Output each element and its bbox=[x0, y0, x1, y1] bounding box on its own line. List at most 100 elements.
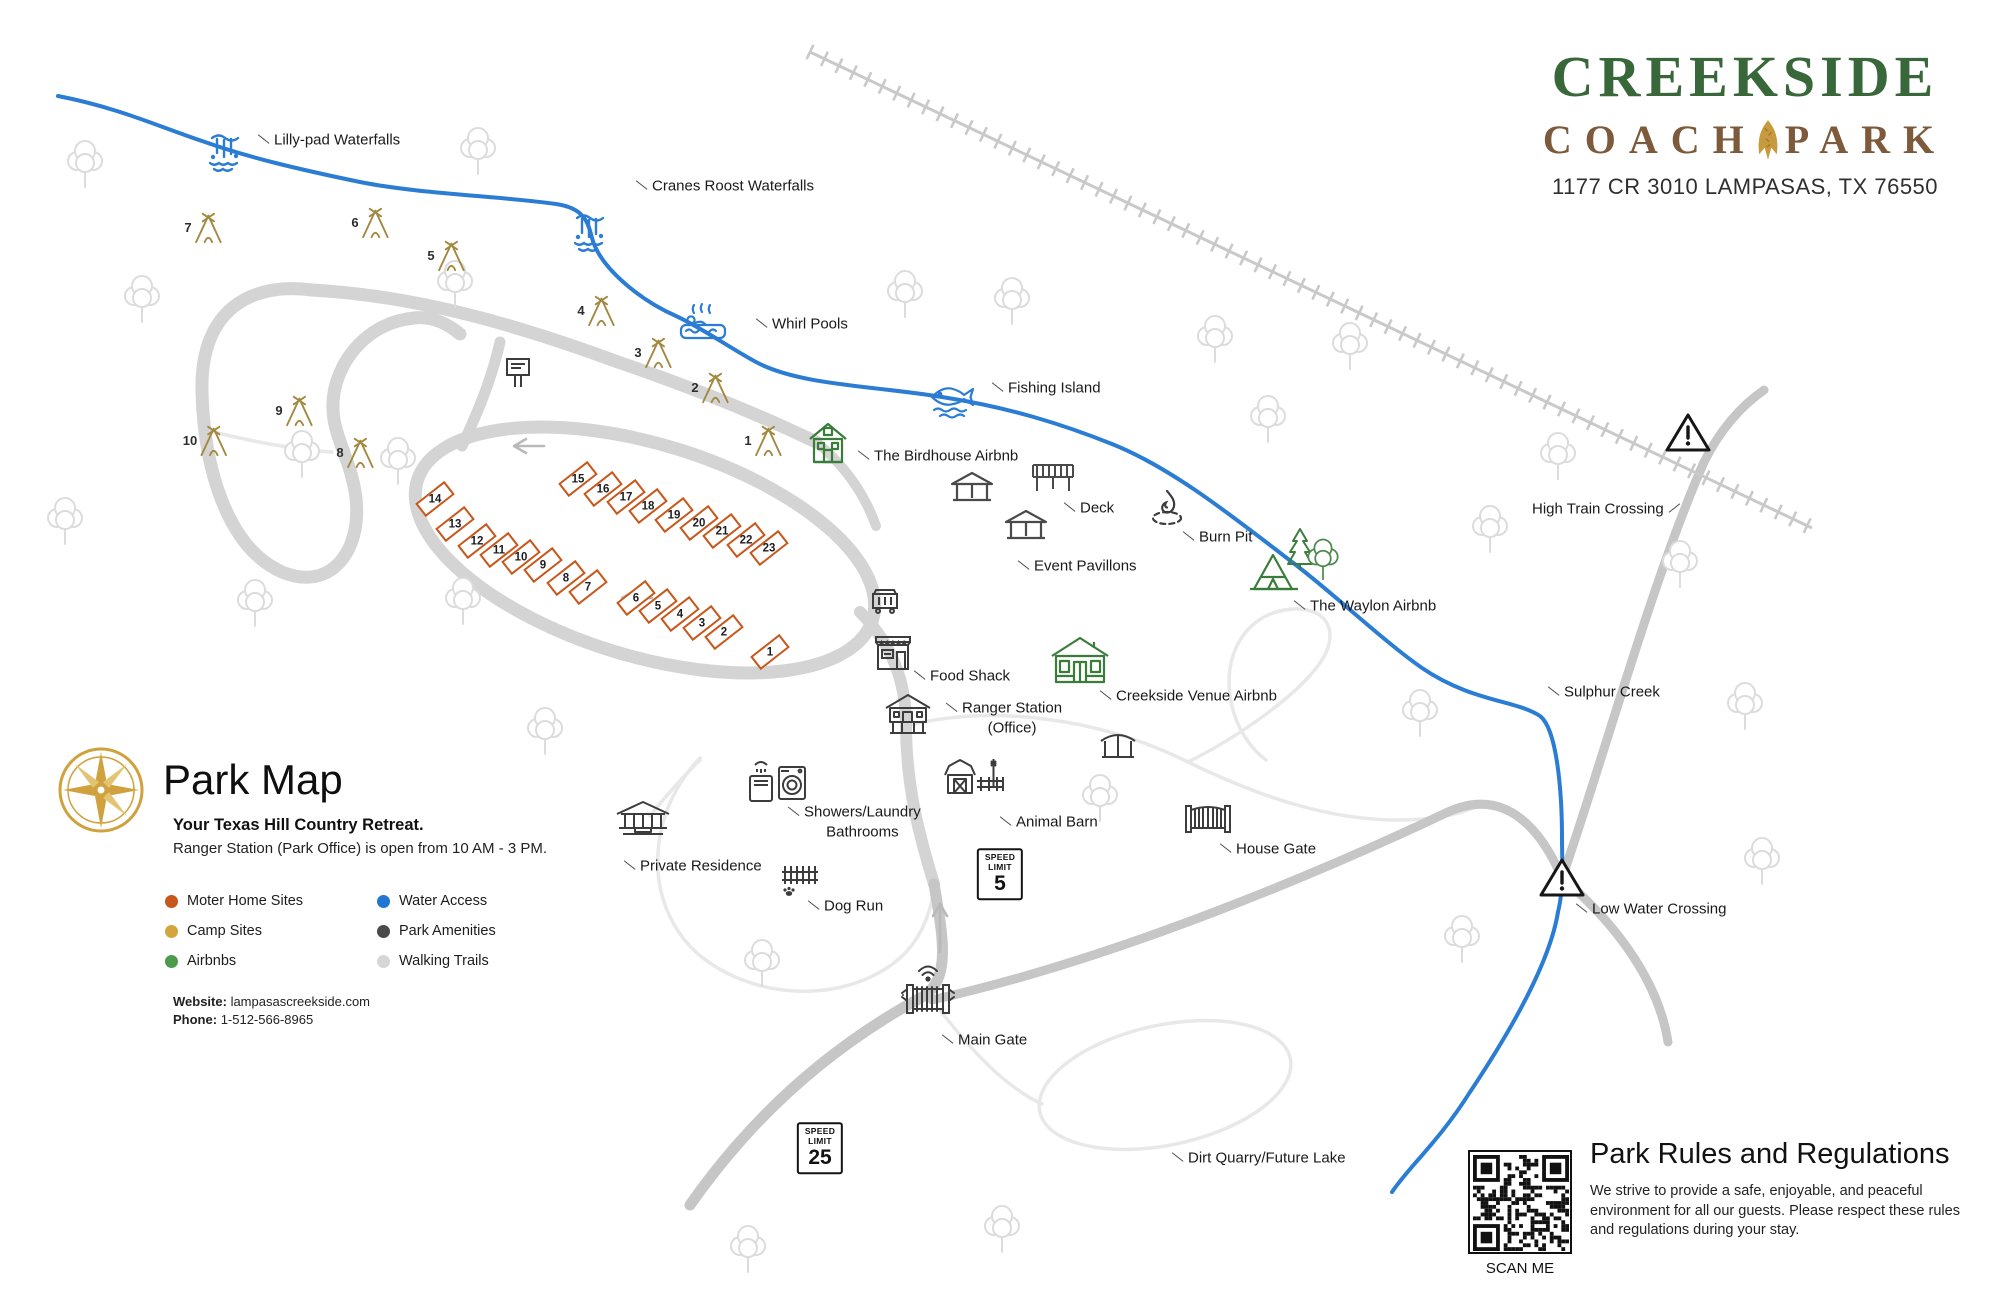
fishing-island-icon bbox=[928, 381, 978, 419]
label-leader bbox=[945, 702, 958, 713]
birdhouse-airbnb-label: The Birdhouse Airbnb bbox=[857, 446, 1018, 466]
ranger-station-label: Ranger Station(Office) bbox=[945, 699, 1062, 738]
legend-item-1: Camp Sites bbox=[165, 923, 377, 939]
label-leader bbox=[807, 900, 820, 911]
private-residence-label: Private Residence bbox=[623, 856, 762, 876]
food-shack-icon bbox=[871, 631, 915, 673]
legend-dot bbox=[377, 894, 390, 908]
compass-icon bbox=[55, 744, 147, 836]
legend-hours: Ranger Station (Park Office) is open fro… bbox=[173, 840, 548, 857]
motor-home-site-14: 14 bbox=[415, 480, 455, 518]
camp-site-number: 1 bbox=[744, 432, 752, 448]
legend-tagline: Your Texas Hill Country Retreat. bbox=[173, 816, 424, 834]
legend-panel: Park Map Your Texas Hill Country Retreat… bbox=[55, 738, 595, 1038]
camp-site-number: 7 bbox=[184, 219, 192, 235]
tipi-icon bbox=[192, 209, 226, 245]
brand-title: CREEKSIDE bbox=[1551, 44, 1939, 109]
camp-site-9: 9 bbox=[275, 392, 316, 428]
event-pavilions-icon bbox=[1003, 507, 1049, 543]
fishing-island-label: Fishing Island bbox=[991, 378, 1101, 398]
legend-item-5: Walking Trails bbox=[377, 953, 589, 969]
rules-title: Park Rules and Regulations bbox=[1590, 1138, 1950, 1170]
showers-laundry-icon bbox=[747, 755, 809, 805]
tipi-icon bbox=[197, 422, 231, 458]
legend-dot bbox=[377, 924, 390, 938]
dumpster-icon bbox=[868, 585, 902, 615]
main-gate-icon bbox=[900, 959, 956, 1017]
label-leader bbox=[1099, 690, 1112, 701]
label-leader bbox=[941, 1034, 954, 1045]
main-gate-label: Main Gate bbox=[941, 1030, 1027, 1050]
event-pavilion-1-icon bbox=[949, 469, 995, 505]
tipi-icon bbox=[642, 334, 676, 370]
camp-site-number: 9 bbox=[275, 402, 283, 418]
whirl-pools-label: Whirl Pools bbox=[755, 314, 848, 334]
label-leader bbox=[1547, 686, 1560, 697]
label-leader bbox=[857, 450, 870, 461]
camp-site-8: 8 bbox=[336, 434, 377, 470]
legend-item-4: Park Amenities bbox=[377, 923, 589, 939]
cranes-roost-waterfalls-icon bbox=[567, 209, 613, 255]
label-leader bbox=[913, 670, 926, 681]
low-water-crossing-icon bbox=[1538, 856, 1586, 900]
phone-label: Phone: bbox=[173, 1012, 218, 1027]
label-leader bbox=[623, 860, 636, 871]
signboard-icon bbox=[503, 355, 533, 389]
motor-home-site-1: 1 bbox=[750, 633, 790, 671]
legend-item-label: Camp Sites bbox=[187, 923, 262, 939]
label-leader bbox=[1063, 502, 1076, 513]
legend-title: Park Map bbox=[163, 756, 343, 803]
legend-item-3: Water Access bbox=[377, 893, 589, 909]
label-leader bbox=[1219, 843, 1232, 854]
event-pavilions-label: Event Pavillons bbox=[1017, 556, 1137, 576]
low-water-crossing-label: Low Water Crossing bbox=[1575, 899, 1727, 919]
creekside-venue-airbnb-label: Creekside Venue Airbnb bbox=[1099, 686, 1277, 706]
tipi-icon bbox=[359, 204, 393, 240]
label-leader bbox=[1575, 903, 1588, 914]
camp-site-number: 5 bbox=[427, 247, 435, 263]
railroad-ties bbox=[805, 44, 1812, 534]
house-gate-label: House Gate bbox=[1219, 839, 1316, 859]
website-row: Website: lampasascreekside.com bbox=[173, 994, 370, 1009]
legend-item-label: Moter Home Sites bbox=[187, 893, 304, 909]
legend-dot bbox=[165, 924, 178, 938]
private-residence-icon bbox=[615, 798, 671, 838]
tipi-icon bbox=[435, 237, 469, 273]
tipi-icon bbox=[344, 434, 378, 470]
sulphur-creek-label: Sulphur Creek bbox=[1547, 682, 1660, 702]
birdhouse-airbnb-icon bbox=[805, 419, 851, 467]
camp-site-7: 7 bbox=[184, 209, 225, 245]
label-leader bbox=[787, 806, 800, 817]
deck-label: Deck bbox=[1063, 498, 1114, 518]
label-leader bbox=[1171, 1152, 1184, 1163]
camp-site-number: 6 bbox=[351, 214, 359, 230]
qr-caption: SCAN ME bbox=[1485, 1260, 1555, 1277]
house-gate-icon bbox=[1183, 800, 1233, 836]
burn-pit-icon bbox=[1145, 487, 1189, 529]
picnic-canopy-icon bbox=[1098, 727, 1138, 761]
website-value: lampasascreekside.com bbox=[230, 994, 371, 1009]
dog-run-label: Dog Run bbox=[807, 896, 883, 916]
waylon-airbnb-label: The Waylon Airbnb bbox=[1293, 596, 1436, 616]
legend-item-label: Park Amenities bbox=[399, 923, 496, 939]
camp-site-5: 5 bbox=[427, 237, 468, 273]
legend-item-label: Walking Trails bbox=[399, 953, 489, 969]
label-leader bbox=[1668, 503, 1681, 514]
lilly-pad-waterfalls-icon bbox=[202, 129, 248, 175]
website-label: Website: bbox=[173, 994, 227, 1009]
camp-site-3: 3 bbox=[634, 334, 675, 370]
arrowhead-icon bbox=[1751, 118, 1785, 162]
lilly-pad-waterfalls-label: Lilly-pad Waterfalls bbox=[257, 130, 400, 150]
brand-address: 1177 CR 3010 LAMPASAS, TX 76550 bbox=[1551, 174, 1939, 199]
creekside-venue-airbnb-icon bbox=[1049, 634, 1111, 686]
label-leader bbox=[257, 134, 270, 145]
waylon-airbnb-icon bbox=[1247, 549, 1301, 595]
tipi-icon bbox=[585, 292, 619, 328]
tipi-icon bbox=[699, 369, 733, 405]
phone-row: Phone: 1-512-566-8965 bbox=[173, 1012, 313, 1027]
label-leader bbox=[1293, 600, 1306, 611]
